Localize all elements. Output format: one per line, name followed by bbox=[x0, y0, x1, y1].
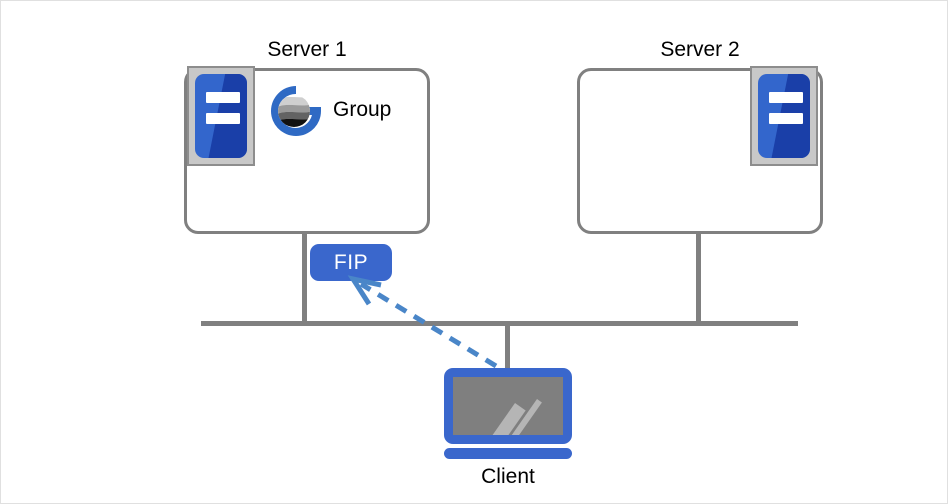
rack-slot-bar bbox=[206, 113, 240, 124]
server1-title: Server 1 bbox=[267, 38, 347, 61]
laptop-screen bbox=[453, 377, 563, 435]
server-rack-icon bbox=[750, 66, 818, 166]
drop-line-server2 bbox=[696, 234, 701, 322]
server-rack-icon bbox=[187, 66, 255, 166]
drop-line-client bbox=[505, 325, 510, 370]
rack-slot-bar bbox=[769, 113, 803, 124]
rack-slot-bar bbox=[206, 92, 240, 103]
client-to-fip-arrow bbox=[347, 275, 498, 369]
rack-body bbox=[195, 74, 247, 158]
rack-body bbox=[758, 74, 810, 158]
group-label: Group bbox=[333, 98, 392, 121]
laptop-base bbox=[444, 448, 572, 459]
laptop-frame bbox=[444, 368, 572, 444]
client-monitor-icon[interactable] bbox=[444, 368, 572, 459]
fip-badge[interactable]: FIP bbox=[310, 244, 392, 281]
drop-line-server1 bbox=[302, 234, 307, 322]
network-bus-line bbox=[201, 321, 798, 326]
rack-slot-bar bbox=[769, 92, 803, 103]
server2-title: Server 2 bbox=[660, 38, 740, 61]
client-label: Client bbox=[481, 465, 535, 488]
group-globe-icon bbox=[271, 86, 321, 136]
